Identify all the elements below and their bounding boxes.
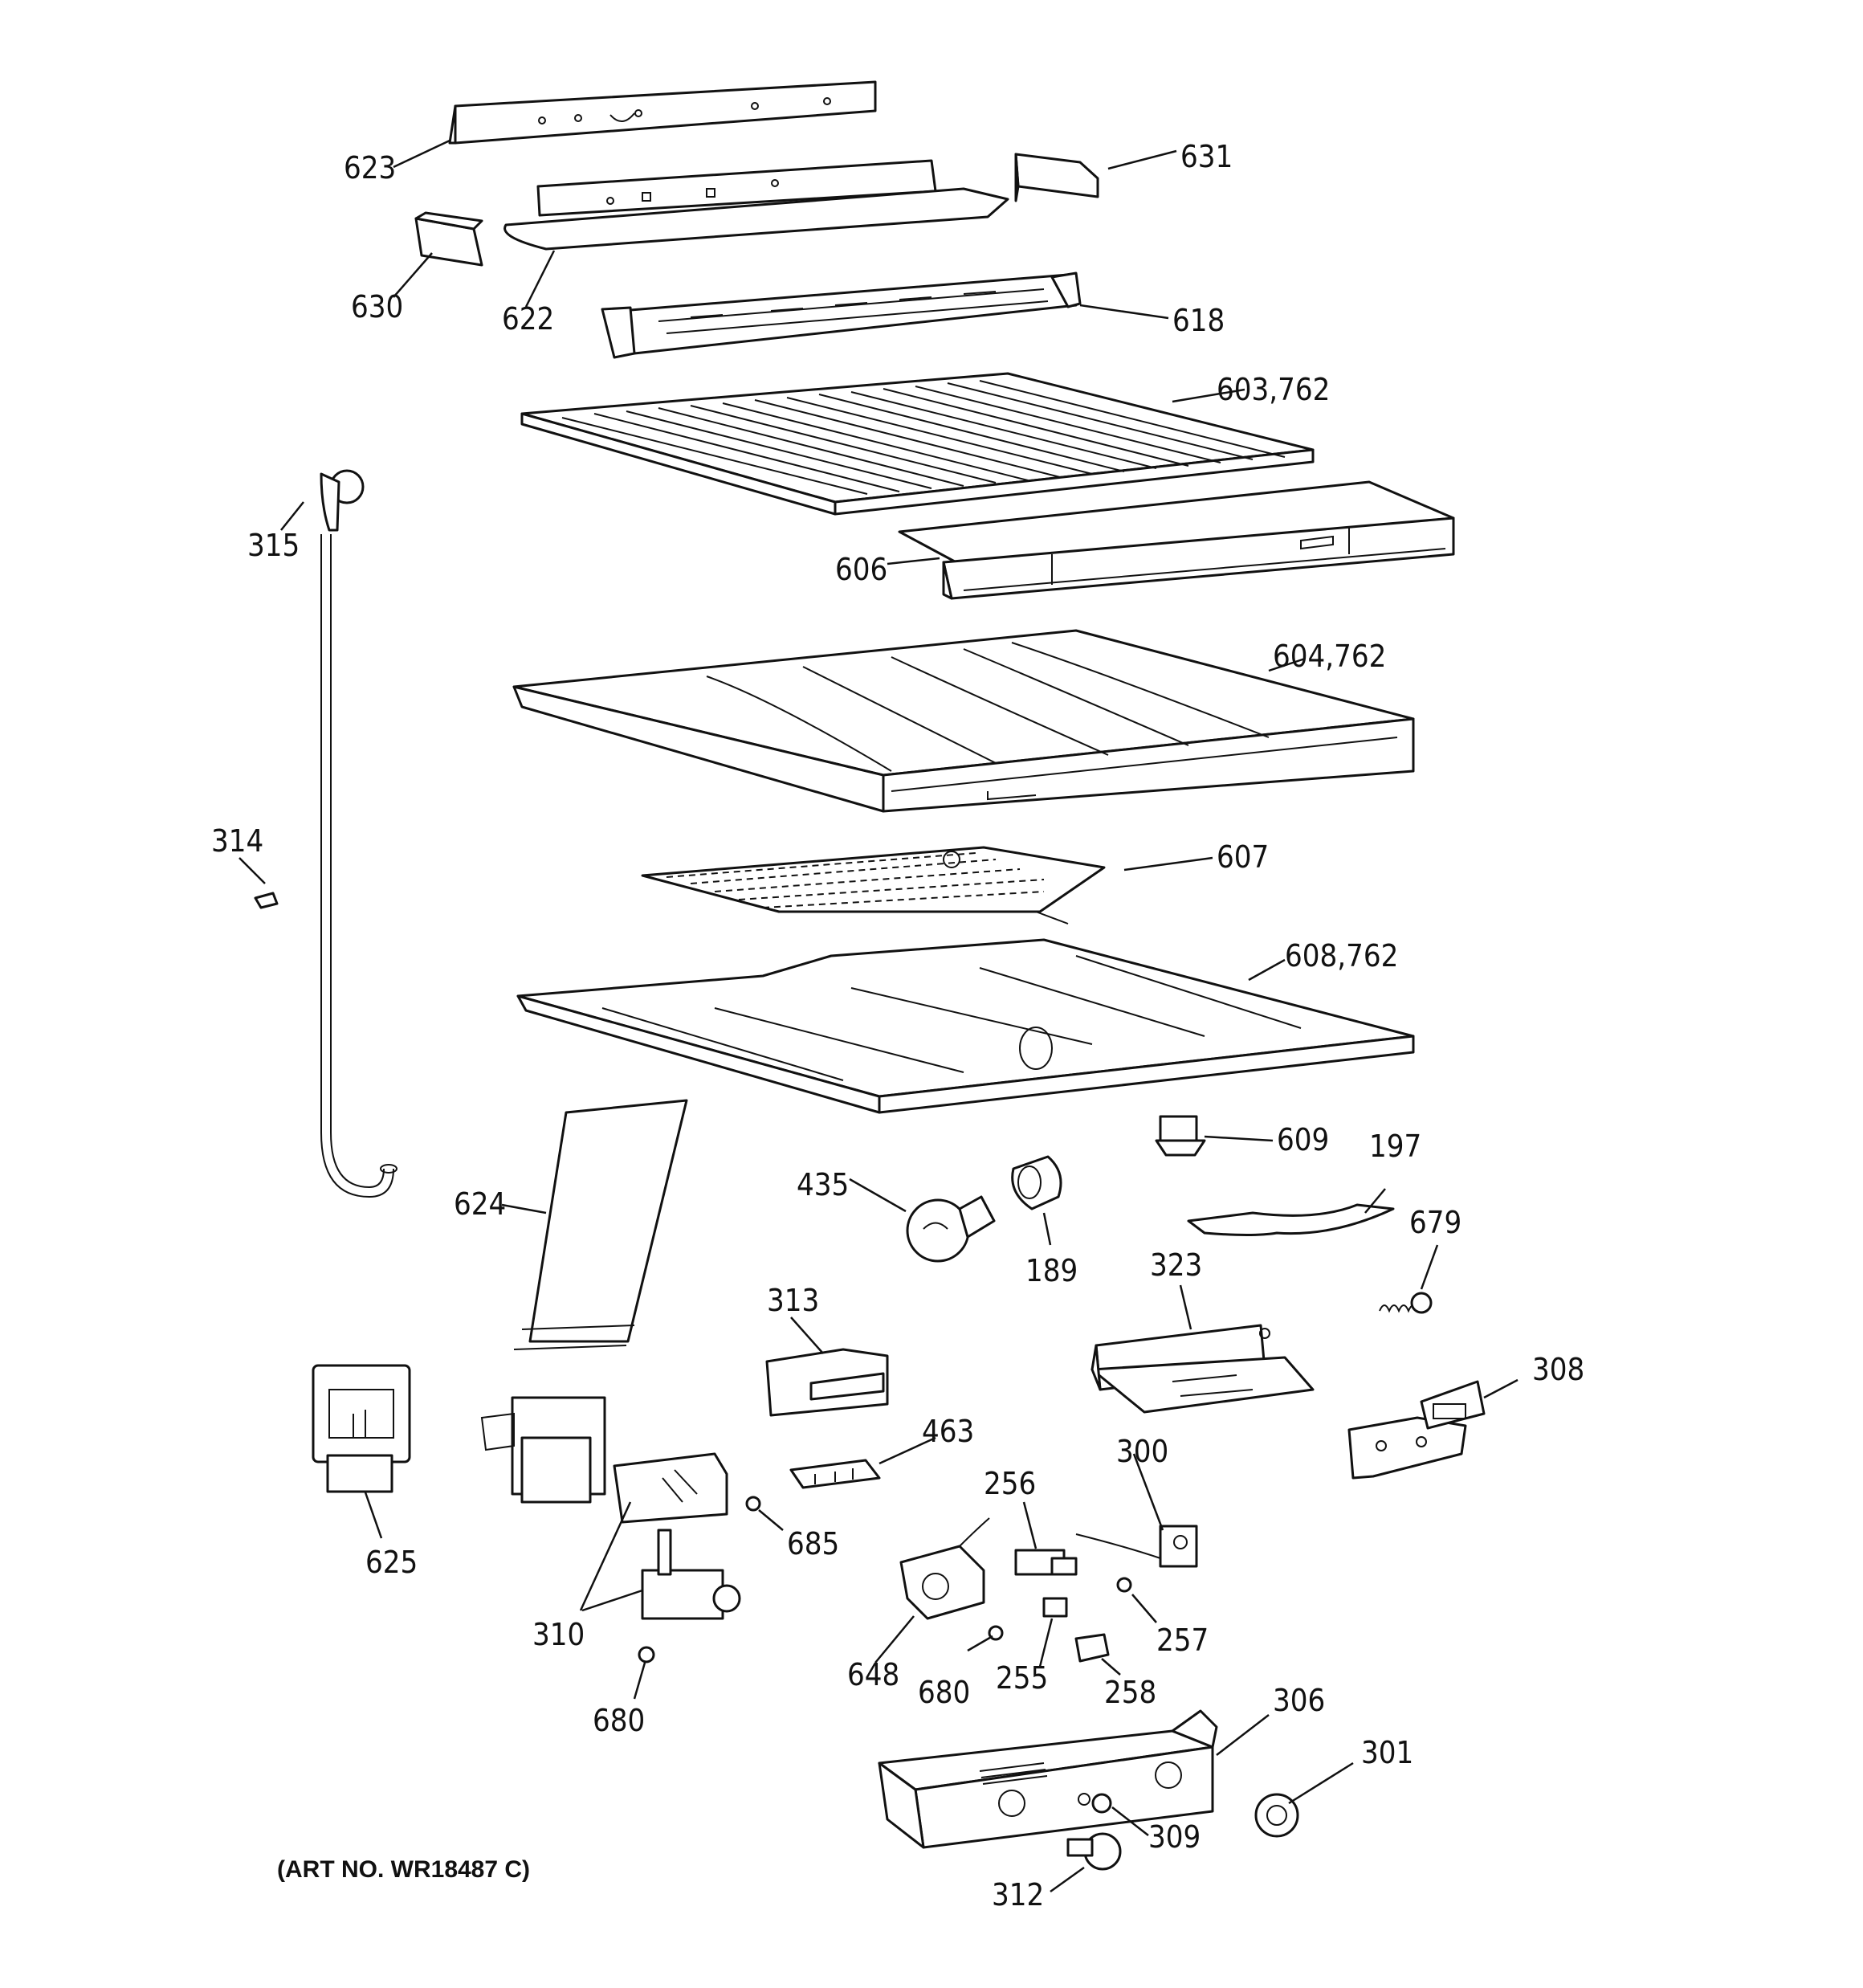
callout-306: 306 — [1273, 1683, 1325, 1718]
callout-308: 308 — [1532, 1352, 1584, 1387]
part-301-dial — [1254, 1793, 1299, 1838]
callout-618: 618 — [1172, 303, 1225, 338]
part-606-frame — [898, 480, 1455, 600]
part-623-bar — [448, 80, 877, 145]
callout-301: 301 — [1361, 1735, 1413, 1770]
callout-435: 435 — [797, 1167, 849, 1202]
callout-258: 258 — [1104, 1675, 1156, 1710]
callout-606: 606 — [835, 552, 887, 587]
callout-679: 679 — [1409, 1205, 1461, 1240]
part-306-housing — [878, 1709, 1218, 1849]
callout-623: 623 — [344, 150, 396, 186]
part-313-box — [765, 1348, 889, 1417]
callout-labels: 623 631 630 622 618 603,762 315 606 604,… — [211, 139, 1584, 1912]
part-256-switch — [1014, 1549, 1078, 1576]
part-197-harness — [1187, 1203, 1395, 1236]
part-630-cap — [414, 211, 483, 267]
callout-257: 257 — [1156, 1623, 1209, 1658]
callout-256: 256 — [984, 1466, 1036, 1501]
part-631-cap — [1014, 153, 1099, 202]
part-309-knob — [1091, 1793, 1112, 1814]
callout-604-762: 604,762 — [1273, 639, 1386, 674]
part-300-sensor — [1075, 1525, 1198, 1568]
callout-314: 314 — [211, 823, 263, 859]
callout-625: 625 — [365, 1545, 418, 1580]
callout-255: 255 — [996, 1660, 1048, 1696]
part-315-tube — [320, 469, 397, 1198]
part-255-indicator — [1042, 1597, 1068, 1618]
part-435-bulb — [906, 1195, 996, 1263]
callout-312: 312 — [992, 1877, 1044, 1912]
part-310-block — [613, 1452, 741, 1620]
part-622-tray — [503, 159, 1009, 251]
part-608-shelf — [516, 938, 1415, 1114]
callout-685: 685 — [787, 1526, 839, 1561]
part-308-plate — [1347, 1380, 1486, 1480]
callout-680-b: 680 — [593, 1703, 645, 1738]
callout-608-762: 608,762 — [1285, 938, 1398, 974]
callout-463: 463 — [922, 1414, 974, 1449]
callout-624: 624 — [454, 1186, 506, 1222]
part-679-spring — [1379, 1292, 1433, 1314]
callout-310: 310 — [532, 1617, 585, 1652]
callout-309: 309 — [1148, 1819, 1201, 1855]
part-625-housing — [312, 1364, 411, 1493]
part-604-shelf — [512, 629, 1415, 813]
callout-189: 189 — [1025, 1253, 1078, 1288]
part-618-duct — [601, 271, 1082, 359]
callout-323: 323 — [1150, 1247, 1202, 1283]
part-189-socket — [1011, 1155, 1062, 1210]
part-314-clip — [254, 892, 279, 909]
part-258-cap — [1074, 1633, 1110, 1663]
callout-609: 609 — [1277, 1122, 1329, 1157]
part-603-shelf — [520, 372, 1315, 516]
part-463-clip — [789, 1459, 881, 1489]
leader-lines — [238, 139, 1519, 1893]
part-312-knob — [1066, 1832, 1122, 1871]
part-323-bracket — [1090, 1324, 1315, 1414]
callout-197: 197 — [1369, 1129, 1421, 1164]
callout-603-762: 603,762 — [1217, 372, 1330, 407]
callout-315: 315 — [247, 528, 300, 563]
callout-300: 300 — [1116, 1434, 1168, 1469]
callout-680-a: 680 — [918, 1675, 970, 1710]
part-624-panel — [480, 1099, 688, 1504]
part-680-screw-a — [638, 1646, 655, 1663]
callout-313: 313 — [767, 1283, 819, 1318]
callout-631: 631 — [1180, 139, 1233, 174]
part-257-screw — [1116, 1577, 1132, 1593]
callout-622: 622 — [502, 301, 554, 337]
part-607-heater — [641, 846, 1106, 925]
callout-630: 630 — [351, 289, 403, 325]
callout-648: 648 — [847, 1657, 899, 1692]
part-648-timer — [899, 1517, 990, 1620]
art-number: (ART NO. WR18487 C) — [277, 1856, 530, 1883]
callout-607: 607 — [1217, 839, 1269, 875]
part-609-switch — [1155, 1115, 1206, 1157]
part-685-screw — [745, 1496, 761, 1512]
